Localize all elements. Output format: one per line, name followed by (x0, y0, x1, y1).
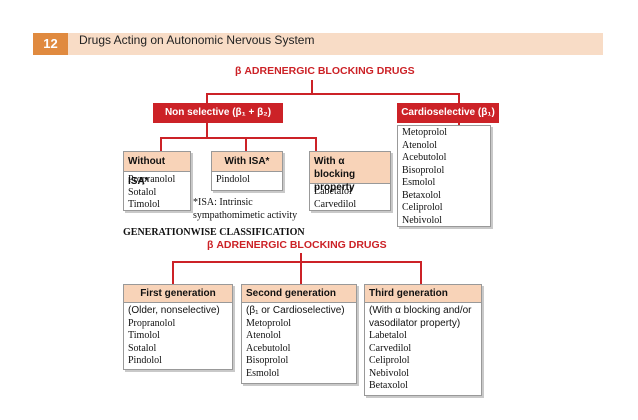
drug-item: Esmolol (402, 177, 436, 188)
tree2-crossbar (172, 261, 422, 263)
ns-drop-1 (160, 137, 162, 152)
chapter-title: Drugs Acting on Autonomic Nervous System (79, 33, 315, 47)
page-number: 12 (33, 33, 68, 55)
with-alpha-box: With α blocking property Labetalol Carve… (309, 151, 391, 211)
with-isa-label: With ISA* (212, 152, 282, 172)
third-generation-sub: (With α blocking and/or vasodilator prop… (369, 305, 472, 329)
drug-item: Acebutolol (246, 342, 291, 354)
drug-item: Atenolol (402, 139, 437, 151)
drug-item: Bisoprolol (246, 355, 289, 366)
cardioselective-box: Cardioselective (β₁) (397, 103, 499, 123)
drug-item: Nebivolol (402, 214, 442, 226)
without-isa-label: Without ISA* (124, 152, 190, 187)
tree1-right-drop (458, 93, 460, 104)
drug-item: Betaxolol (402, 189, 441, 201)
drug-item: Pindolol (216, 174, 250, 185)
ns-drop-2 (245, 137, 247, 152)
first-generation-sub: (Older, nonselective) (128, 305, 220, 316)
without-isa-list: Propranolol Sotalol Timolol (124, 172, 190, 214)
with-alpha-label: With α blocking property (310, 152, 390, 193)
third-generation-box: Third generation (With α blocking and/or… (364, 284, 482, 396)
tree1-stem (311, 80, 313, 94)
drug-item: Nebivolol (369, 367, 409, 379)
drug-item: Acebutolol (402, 152, 447, 163)
drug-item: Timolol (128, 199, 160, 210)
drug-item: Carvedilol (314, 198, 357, 210)
isa-footnote: *ISA: Intrinsic sympathomimetic activity (193, 197, 298, 221)
tree2-drop-1 (172, 261, 174, 285)
second-generation-sub: (β₁ or Cardioselective) (246, 305, 345, 316)
drug-item: Bisoprolol (402, 164, 445, 176)
tree1-title: β ADRENERGIC BLOCKING DRUGS (235, 65, 415, 77)
section-label: GENERATIONWISE CLASSIFICATION (123, 227, 305, 238)
first-generation-label: First generation (124, 285, 232, 303)
third-generation-label: Third generation (365, 285, 481, 303)
drug-item: Betaxolol (369, 380, 408, 391)
drug-item: Timolol (128, 330, 160, 341)
ns-crossbar (160, 137, 317, 139)
drug-item: Sotalol (128, 186, 157, 198)
tree1-crossbar (206, 93, 460, 95)
drug-item: Esmolol (246, 367, 280, 379)
ns-drop-3 (315, 137, 317, 152)
cardioselective-list-box: Metoprolol Atenolol Acebutolol Bisoprolo… (397, 125, 491, 227)
with-isa-box: With ISA* Pindolol (211, 151, 283, 191)
with-alpha-list: Labetalol Carvedilol (310, 184, 390, 213)
ns-stem (206, 123, 208, 138)
cardioselective-list: Metoprolol Atenolol Acebutolol Bisoprolo… (398, 126, 490, 229)
third-generation-list: Labetalol Carvedilol Celiprolol Nebivolo… (365, 330, 481, 395)
drug-item: Propranolol (128, 174, 176, 185)
drug-item: Labetalol (314, 186, 352, 197)
drug-item: Sotalol (128, 342, 157, 354)
tree2-stem (300, 253, 302, 262)
drug-item: Celiprolol (369, 355, 410, 366)
drug-item: Metoprolol (246, 317, 291, 329)
second-generation-list: Metoprolol Atenolol Acebutolol Bisoprolo… (242, 318, 356, 383)
tree2-drop-3 (420, 261, 422, 285)
second-generation-box: Second generation (β₁ or Cardioselective… (241, 284, 357, 384)
without-isa-box: Without ISA* Propranolol Sotalol Timolol (123, 151, 191, 211)
drug-item: Metoprolol (402, 127, 447, 138)
first-generation-box: First generation (Older, nonselective) P… (123, 284, 233, 370)
tree1-left-drop (206, 93, 208, 104)
first-generation-list: Propranolol Timolol Sotalol Pindolol (124, 318, 232, 370)
drug-item: Pindolol (128, 355, 162, 366)
drug-item: Propranolol (128, 317, 176, 329)
with-isa-list: Pindolol (212, 172, 282, 189)
drug-item: Labetalol (369, 330, 407, 341)
page-header: 12 Drugs Acting on Autonomic Nervous Sys… (33, 33, 603, 55)
drug-item: Celiprolol (402, 202, 443, 213)
second-generation-label: Second generation (242, 285, 356, 303)
drug-item: Carvedilol (369, 342, 412, 354)
drug-item: Atenolol (246, 330, 281, 341)
tree2-drop-2 (300, 261, 302, 285)
non-selective-box: Non selective (β₁ + β₂) (153, 103, 283, 123)
tree2-title: β ADRENERGIC BLOCKING DRUGS (207, 239, 387, 251)
